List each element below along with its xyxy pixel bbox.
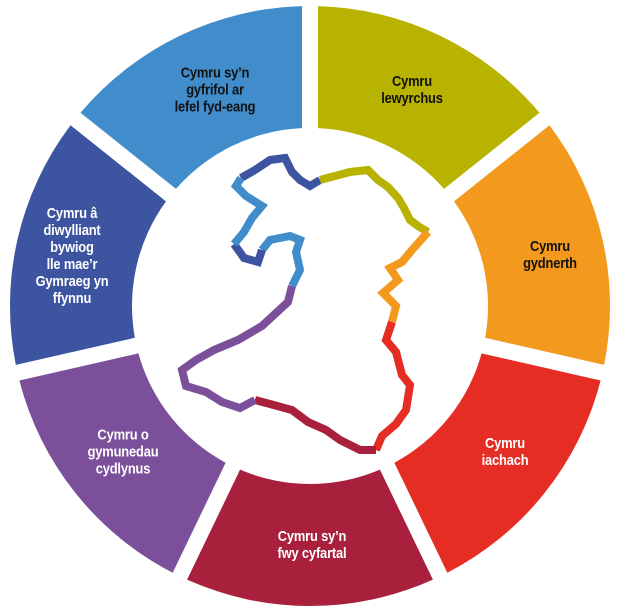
wales-outline-segment — [177, 285, 296, 413]
goal-label-prosperous: Cymru lewyrchus — [381, 73, 443, 107]
goal-segment — [394, 353, 601, 573]
goal-segment — [80, 6, 303, 189]
wales-outline-segment — [253, 396, 376, 454]
wales-outline-segment — [377, 229, 431, 323]
goal-label-resilient: Cymru gydnerth — [523, 238, 577, 272]
goal-segment — [9, 125, 166, 365]
goal-label-healthier: Cymru iachach — [481, 435, 529, 469]
wales-outline-segment — [239, 153, 323, 191]
goal-segment — [317, 6, 540, 189]
goal-label-cohesive-communities: Cymru o gymunedau cydlynus — [87, 426, 159, 478]
goal-segment — [187, 469, 433, 606]
goal-label-more-equal: Cymru sy’n fwy cyfartal — [277, 528, 347, 562]
goal-segment — [454, 125, 610, 365]
wales-outline-segment — [258, 231, 305, 288]
wales-outline-segment — [318, 165, 431, 236]
goal-label-vibrant-culture: Cymru â diwylliant bywiog lle mae’r Gymr… — [35, 205, 109, 307]
wales-outline-segment — [230, 175, 269, 247]
goal-label-globally-responsible: Cymru sy’n gyfrifol ar lefel fyd-eang — [174, 64, 256, 116]
wales-outline-segment — [230, 241, 266, 267]
wales-outline-segment — [372, 320, 415, 452]
goal-segment — [19, 353, 226, 573]
